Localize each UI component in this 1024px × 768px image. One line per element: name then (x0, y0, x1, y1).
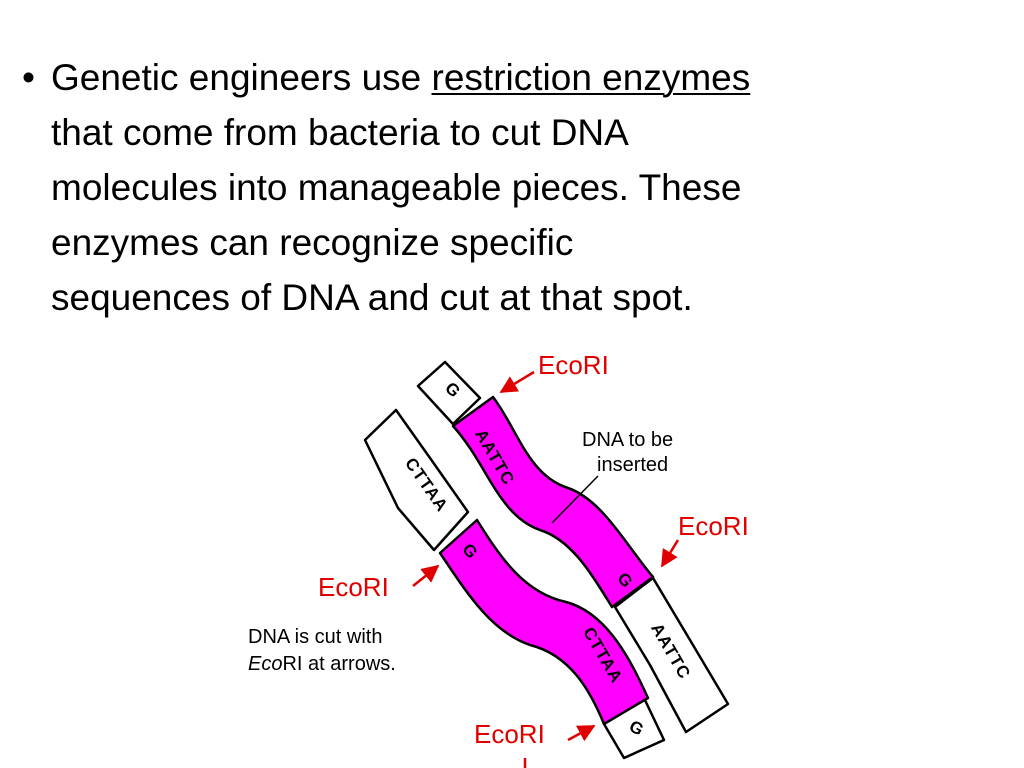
arrow-ecori-1 (499, 370, 535, 394)
arrow-ecori-3 (412, 564, 440, 587)
ecori-label-3: EcoRI (318, 572, 389, 602)
text-line-5: sequences of DNA and cut at that spot. (51, 277, 693, 318)
bullet-point: • (22, 57, 35, 98)
dna-to-be-label: DNA to be (582, 429, 673, 451)
dna-cut-with-label: DNA is cut with (248, 626, 382, 648)
ri-at-arrows: RI at arrows. (282, 653, 395, 675)
insert-strand-upper (451, 395, 655, 609)
text-line-1-pre: Genetic engineers use (51, 57, 432, 98)
ecori-label-2: EcoRI (678, 511, 749, 541)
bullet-text: Genetic engineers use restriction enzyme… (51, 50, 951, 325)
restriction-enzymes-term: restriction enzymes (431, 57, 751, 98)
ecori-at-arrows-label: EcoRI at arrows. (248, 653, 396, 675)
text-line-2: that come from bacteria to cut DNA (51, 112, 629, 153)
insert-strand-lower (438, 518, 650, 726)
inserted-label: inserted (597, 454, 668, 476)
eco-italic: Eco (248, 653, 282, 675)
arrow-ecori-4 (567, 724, 596, 742)
ecori-label-4: EcoRI (474, 719, 545, 749)
text-line-1: Genetic engineers use restriction enzyme… (51, 50, 951, 105)
text-line-3: molecules into manageable pieces. These (51, 167, 742, 208)
segment-cttaa-left (363, 408, 470, 552)
text-line-4: enzymes can recognize specific (51, 222, 574, 263)
ecori-label-1: EcoRI (538, 350, 609, 380)
insert-pointer-line (551, 475, 599, 524)
arrow-ecori-2 (660, 539, 680, 568)
segment-g-top (416, 360, 482, 426)
